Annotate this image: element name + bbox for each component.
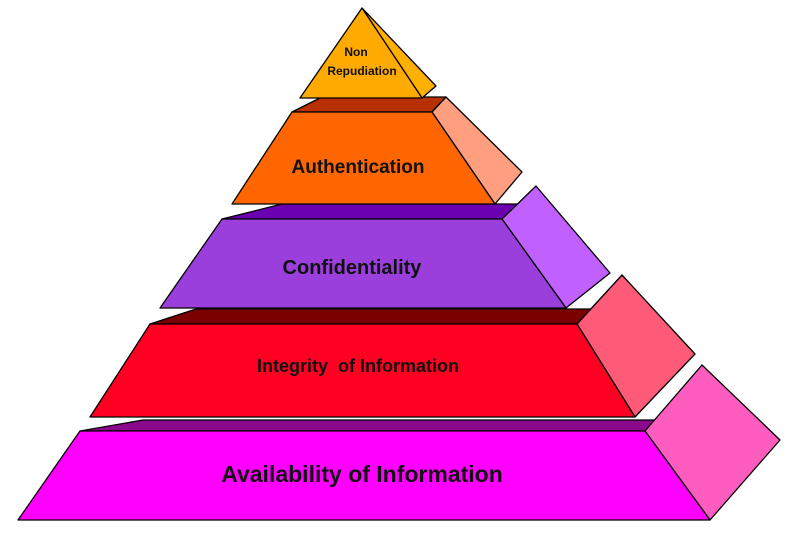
layer-confidentiality-front-face [159, 218, 567, 309]
layer-non-repudiation-front-face [299, 7, 423, 99]
layer-confidentiality-top-face [221, 203, 537, 220]
label-non-repudiation-line1: Non [344, 45, 367, 59]
layer-availability-top-face [79, 419, 703, 432]
label-authentication: Authentication [292, 157, 425, 178]
pyramid-shapes [17, 7, 781, 521]
layer-integrity-top-face [149, 308, 623, 325]
label-non-repudiation-line2: Repudiation [327, 64, 396, 78]
layer-authentication-top-face [291, 96, 447, 113]
layer-availability-front-face [17, 430, 711, 521]
label-availability: Availability of Information [221, 461, 503, 487]
layer-integrity-front-face [89, 323, 636, 418]
layer-authentication-front-face [231, 111, 496, 205]
label-integrity: Integrity of Information [257, 356, 459, 376]
label-confidentiality: Confidentiality [283, 257, 423, 279]
